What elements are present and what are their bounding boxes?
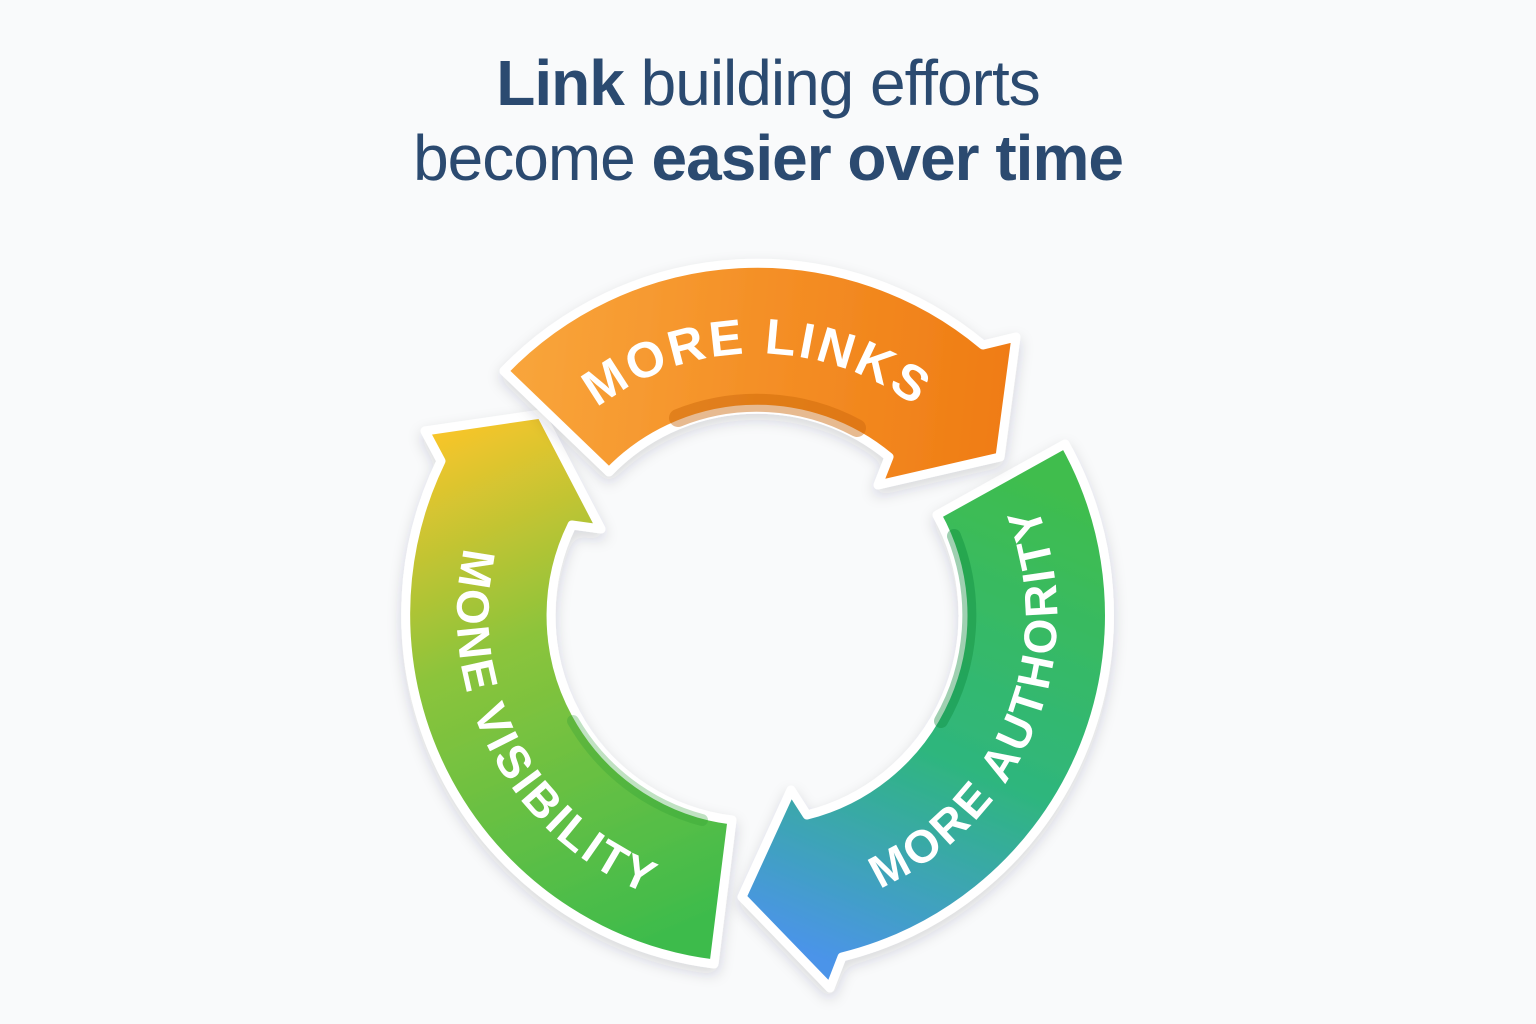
segment-more-links: MORE LINKS xyxy=(499,258,1021,490)
title-line2-bold: easier over time xyxy=(651,121,1124,194)
more-authority-inner-shade xyxy=(934,529,977,728)
title-line1-rest: building efforts xyxy=(623,47,1041,119)
more-visibility-arrow xyxy=(401,409,737,969)
more-visibility-inner-shade xyxy=(567,715,708,826)
title-line1-bold: Link xyxy=(496,47,625,119)
title-line-2: become easier over time xyxy=(0,121,1536,196)
more-links-inner-shade xyxy=(669,393,866,437)
more-authority-arrow xyxy=(737,439,1114,993)
page-title: Link building efforts become easier over… xyxy=(0,46,1536,196)
segment-more-visibility: MONE VISIBILITY xyxy=(401,409,737,969)
segment-more-authority: MORE AUTHORITY xyxy=(737,439,1114,993)
title-line-1: Link building efforts xyxy=(0,46,1536,121)
title-line2-start: become xyxy=(413,121,652,194)
